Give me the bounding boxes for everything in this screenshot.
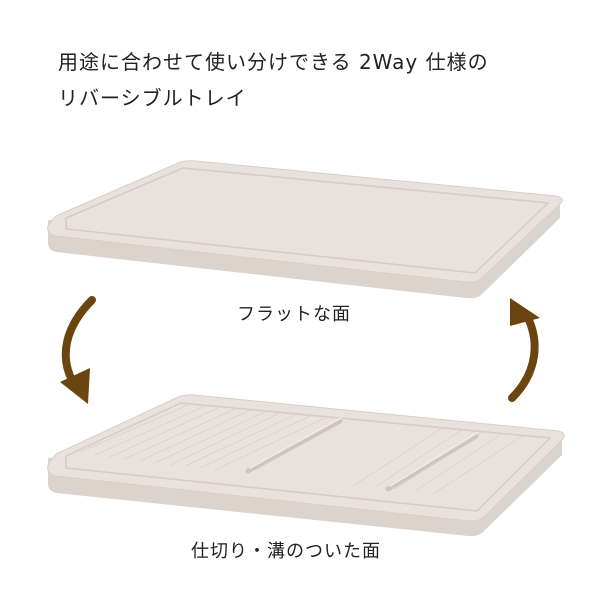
tray-divider-side-rim: [65, 402, 552, 512]
divider-ridge-right: [385, 433, 479, 492]
divider-ridge-left: [245, 418, 343, 474]
tray-flat-side-rim: [65, 167, 550, 274]
flip-up-arrow-icon: [508, 298, 540, 402]
caption-flat-side: フラットな面: [237, 304, 351, 325]
groove-lines: [79, 403, 523, 494]
caption-divider-side: 仕切り・溝のついた面: [191, 541, 381, 562]
tray-flat-side-top: [47, 160, 563, 283]
flip-down-arrow-icon: [60, 296, 96, 404]
tray-flat-side: [47, 160, 563, 299]
divider-ridge-right-highlight: [389, 432, 478, 487]
tray-divider-side: [47, 394, 565, 537]
headline-line-1: 用途に合わせて使い分けできる 2Way 仕様の: [58, 50, 489, 74]
divider-ridge-left-highlight: [249, 417, 342, 469]
headline-line-2: リバーシブルトレイ: [58, 86, 247, 110]
headline: 用途に合わせて使い分けできる 2Way 仕様の リバーシブルトレイ: [58, 44, 578, 116]
